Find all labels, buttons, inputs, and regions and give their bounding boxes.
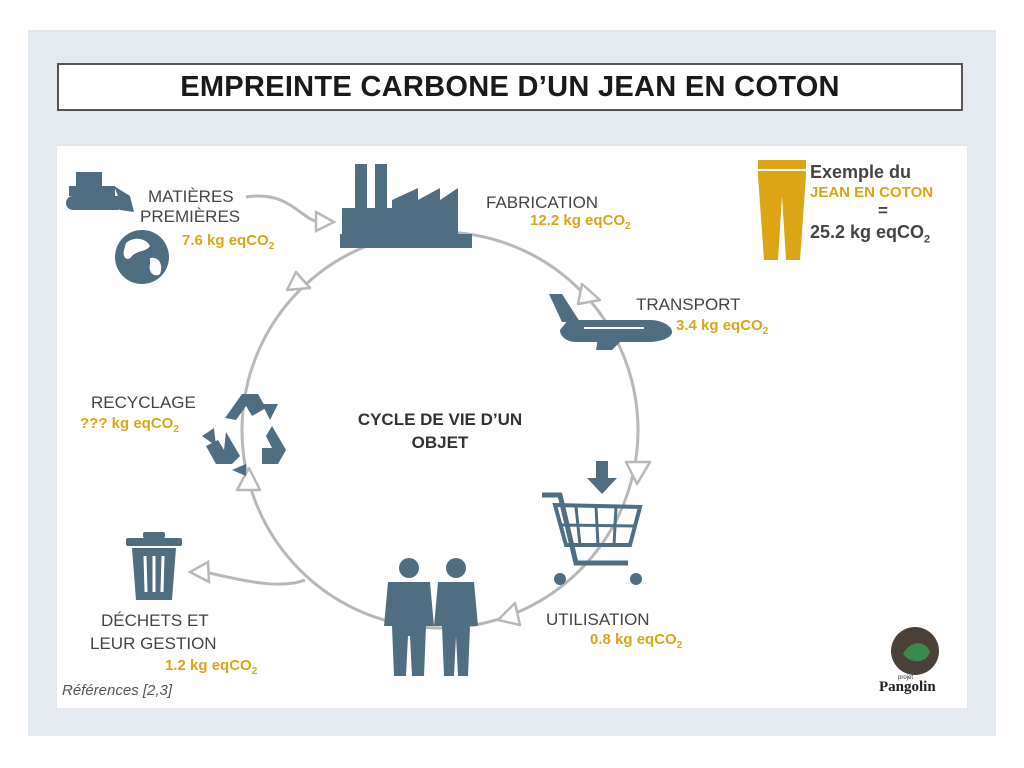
cycle-center-title: CYCLE DE VIE D’UN OBJET: [357, 410, 523, 452]
stage-fabrication-label: FABRICATION: [486, 193, 599, 212]
people-icon: [384, 558, 478, 676]
stage-raw-materials-label-1: MATIÈRES: [148, 187, 234, 206]
jeans-icon: [758, 160, 806, 260]
bulldozer-icon: [66, 172, 134, 212]
arrow-raw-materials-head: [314, 209, 337, 234]
stage-waste-label-2: LEUR GESTION: [90, 634, 217, 653]
example-equals: =: [878, 201, 888, 220]
stage-raw-materials-label-2: PREMIÈRES: [140, 207, 241, 226]
stage-recycling-value: ??? kg eqCO2: [80, 415, 179, 435]
page-title: EMPREINTE CARBONE D’UN JEAN EN COTON: [180, 70, 840, 103]
references: Références [2,3]: [62, 682, 173, 699]
arrow-raw-materials: [245, 194, 321, 224]
cycle-arrow-transport-usage: [624, 460, 652, 486]
example-total: 25.2 kg eqCO2: [810, 222, 931, 246]
airplane-icon: [549, 294, 672, 350]
cycle-arrow-fabrication-transport: [576, 282, 602, 306]
logo-small-text: projet: [898, 675, 914, 681]
title-box: EMPREINTE CARBONE D’UN JEAN EN COTON: [57, 63, 963, 111]
stage-waste-value: 1.2 kg eqCO2: [165, 657, 258, 677]
trash-bin-icon: [126, 532, 182, 600]
stage-usage-value: 0.8 kg eqCO2: [590, 631, 683, 651]
globe-icon: [115, 230, 169, 284]
stage-transport-label: TRANSPORT: [636, 295, 741, 314]
stage-transport-value: 3.4 kg eqCO2: [676, 317, 769, 337]
arrow-to-waste: [204, 570, 306, 586]
cycle-arrow-recycling: [235, 466, 262, 492]
recycle-icon: [202, 394, 286, 476]
example-accent: JEAN EN COTON: [810, 184, 934, 201]
cycle-arrow-to-factory: [285, 270, 312, 292]
arrow-to-waste-head: [187, 559, 211, 585]
cycle-arrow-usage-people: [496, 601, 522, 627]
stage-raw-materials-value: 7.6 kg eqCO2: [182, 232, 275, 252]
stage-usage-label: UTILISATION: [546, 610, 650, 629]
example-title: Exemple du: [810, 162, 912, 182]
stage-recycling-label: RECYCLAGE: [91, 393, 196, 412]
stage-waste-label-1: DÉCHETS ET: [101, 611, 209, 630]
shopping-cart-icon: [542, 461, 643, 585]
stage-fabrication-value: 12.2 kg eqCO2: [530, 212, 631, 232]
factory-icon: [340, 164, 472, 248]
logo-name: Pangolin: [879, 679, 936, 695]
pangolin-logo-icon: [891, 627, 939, 675]
